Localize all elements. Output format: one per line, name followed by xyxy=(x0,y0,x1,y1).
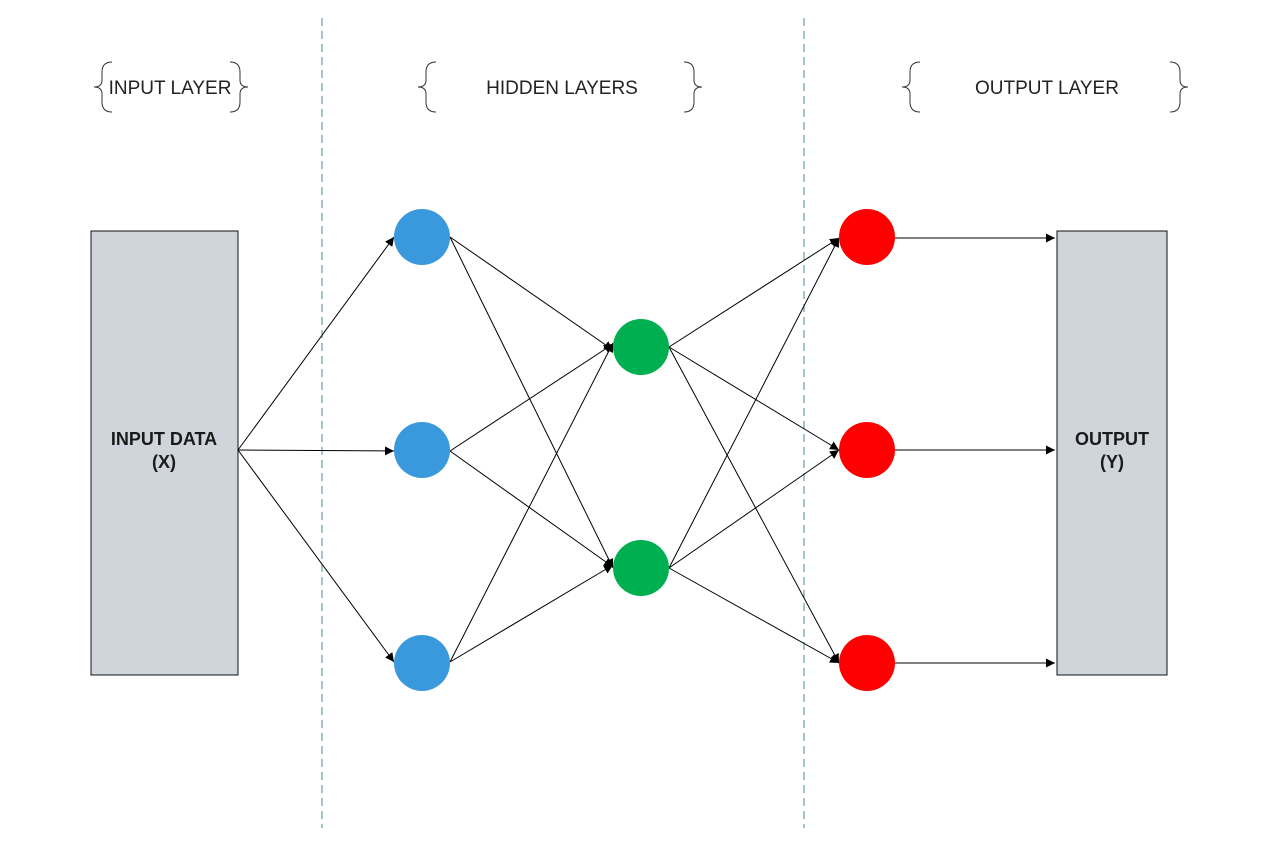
edge xyxy=(449,564,614,663)
edge xyxy=(237,449,395,663)
input-data-label: INPUT DATA xyxy=(111,429,217,449)
output-layer-nodes xyxy=(839,209,895,691)
edge xyxy=(237,236,395,451)
output-layer-label: OUTPUT LAYER xyxy=(975,78,1119,99)
output-layer-header: OUTPUT LAYER xyxy=(901,61,1189,113)
edge xyxy=(668,237,840,569)
left-brace xyxy=(93,61,113,113)
input-data-sublabel: (X) xyxy=(152,452,176,472)
hidden-1-node xyxy=(394,422,450,478)
edges-h2-to-out xyxy=(668,237,840,664)
output-node xyxy=(839,209,895,265)
edge xyxy=(668,449,840,569)
output-node xyxy=(839,635,895,691)
left-brace xyxy=(901,61,921,113)
hidden-layer-2-nodes xyxy=(613,319,669,596)
output-label: OUTPUT xyxy=(1075,429,1149,449)
edge xyxy=(668,237,840,348)
edges-input-to-h1 xyxy=(237,236,395,663)
hidden-layer-1-nodes xyxy=(394,209,450,691)
hidden-1-node xyxy=(394,635,450,691)
right-brace xyxy=(683,61,703,113)
hidden-2-node xyxy=(613,540,669,596)
output-rect xyxy=(1056,230,1168,676)
right-brace xyxy=(1169,61,1189,113)
hidden-1-node xyxy=(394,209,450,265)
edge xyxy=(449,342,614,663)
edge xyxy=(449,236,614,569)
edge xyxy=(668,346,840,664)
left-brace xyxy=(417,61,437,113)
hidden-2-node xyxy=(613,319,669,375)
input-data-box: INPUT DATA (X) xyxy=(90,230,239,676)
edge xyxy=(449,236,614,351)
edge xyxy=(449,343,614,452)
edge xyxy=(449,450,614,568)
input-layer-label: INPUT LAYER xyxy=(109,78,232,99)
input-data-rect xyxy=(90,230,239,676)
edge xyxy=(668,567,840,664)
output-node xyxy=(839,422,895,478)
edges-h1-to-h2 xyxy=(449,236,614,663)
edges-out-to-box xyxy=(885,233,1055,668)
edge xyxy=(668,346,840,451)
output-box: OUTPUT (Y) xyxy=(1056,230,1168,676)
hidden-layers-header: HIDDEN LAYERS xyxy=(417,61,703,113)
hidden-layers-label: HIDDEN LAYERS xyxy=(486,78,638,99)
edge xyxy=(237,446,395,456)
input-layer-header: INPUT LAYER xyxy=(93,61,249,113)
right-brace xyxy=(229,61,249,113)
output-sublabel: (Y) xyxy=(1100,452,1124,472)
